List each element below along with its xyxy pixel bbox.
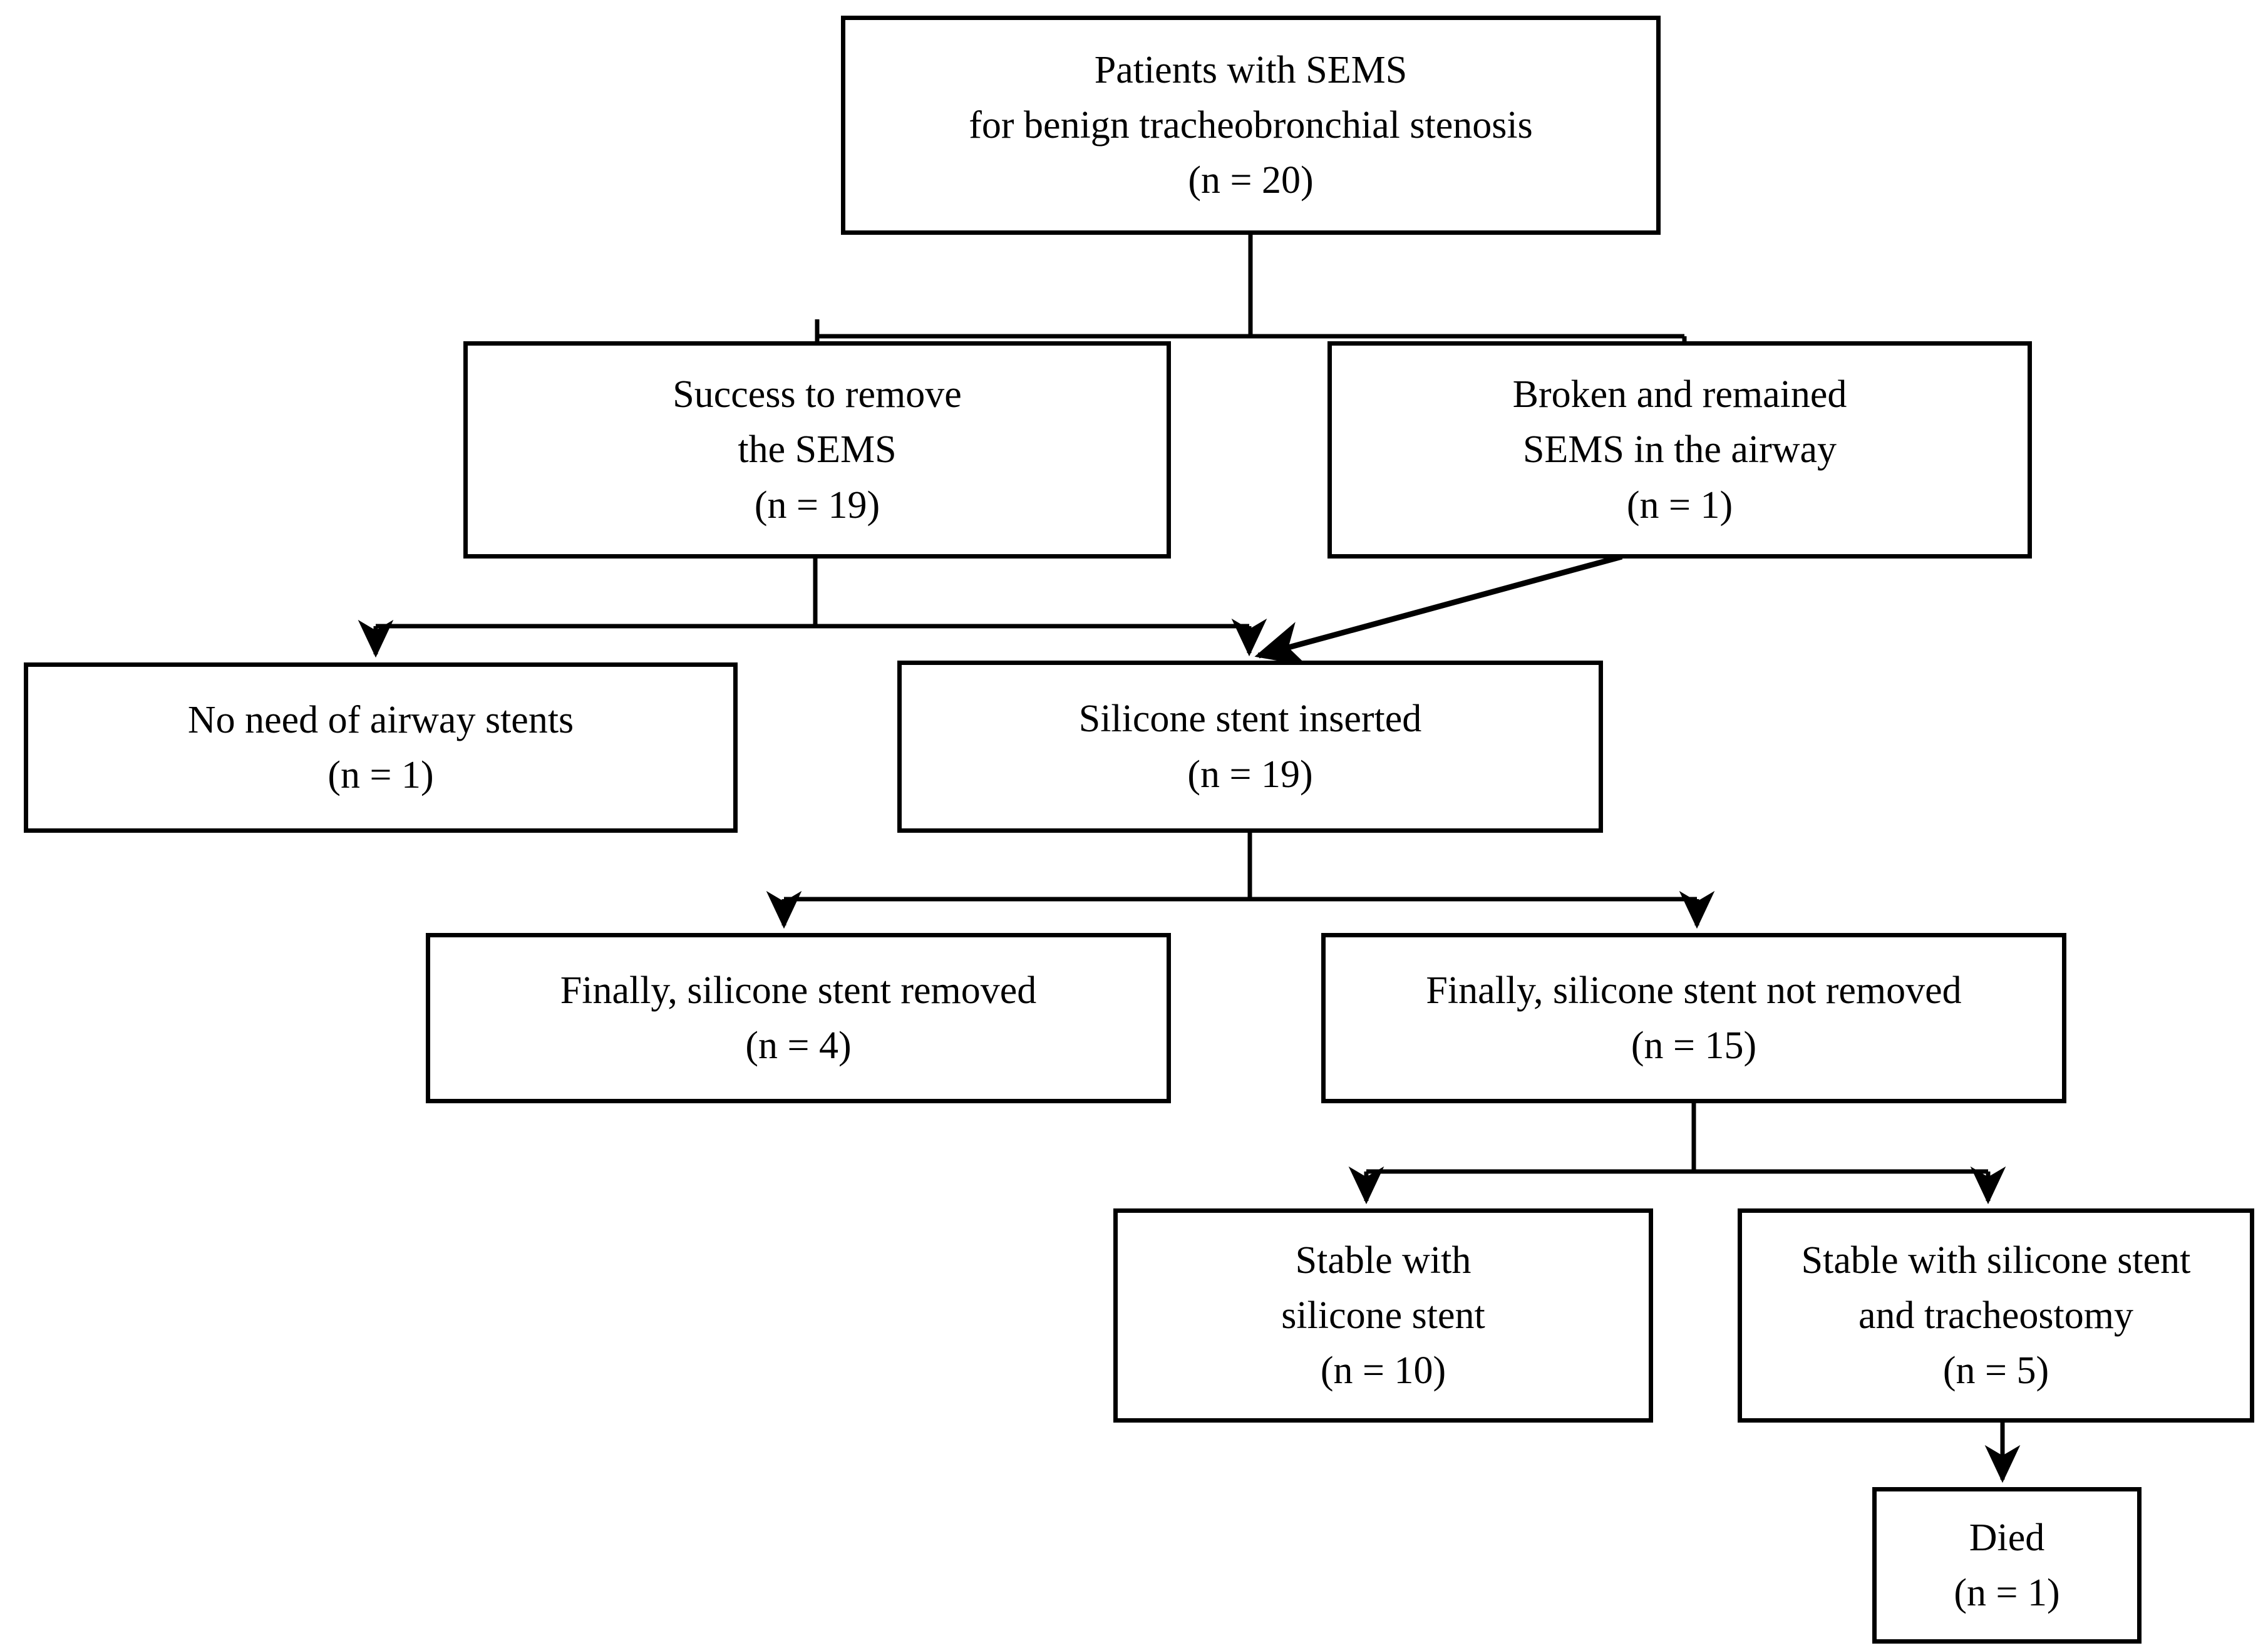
node-text-line: Stable with: [1295, 1239, 1472, 1282]
node-text-line: (n = 1): [327, 754, 434, 796]
finally-silicone-stent-not-removed: Finally, silicone stent not removed (n = …: [1321, 933, 2066, 1103]
node-text-line: No need of airway stents: [187, 698, 574, 741]
edge-root-split: [817, 235, 1684, 339]
edge-broken-to-silicone: [1254, 554, 1623, 666]
silicone-stent-inserted: Silicone stent inserted (n = 19): [897, 661, 1603, 833]
node-text-line: Died: [1969, 1516, 2045, 1559]
node-text-line: for benign tracheobronchial stenosis: [969, 103, 1533, 147]
node-text-line: (n = 1): [1954, 1572, 2060, 1614]
node-text-line: (n = 19): [1187, 753, 1313, 796]
edge-success-split: [376, 559, 1249, 629]
node-text-line: (n = 15): [1631, 1024, 1757, 1067]
no-need-of-airway-stents: No need of airway stents (n = 1): [24, 662, 738, 833]
node-text-line: Silicone stent inserted: [1078, 698, 1422, 741]
node-text-line: (n = 1): [1626, 483, 1733, 527]
node-text-line: (n = 10): [1320, 1349, 1446, 1393]
node-text-line: Stable with silicone stent: [1801, 1239, 2191, 1282]
node-text-line: and tracheostomy: [1858, 1294, 2134, 1337]
node-text-line: Finally, silicone stent not removed: [1426, 969, 1962, 1012]
stable-with-silicone-stent-and-tracheostomy: Stable with silicone stent and tracheosto…: [1738, 1208, 2254, 1423]
stable-with-silicone-stent: Stable with silicone stent (n = 10): [1113, 1208, 1653, 1423]
node-text-line: Patients with SEMS: [1094, 48, 1408, 91]
node-text-line: Finally, silicone stent removed: [560, 969, 1037, 1012]
edge-notremoved-split: [1366, 1103, 1988, 1174]
finally-silicone-stent-removed: Finally, silicone stent removed (n = 4): [426, 933, 1171, 1103]
patients-with-sems: Patients with SEMS for benign tracheobron…: [841, 16, 1661, 235]
node-text-line: Broken and remained: [1512, 373, 1847, 416]
node-text-line: (n = 4): [745, 1024, 852, 1067]
node-text-line: (n = 19): [754, 483, 880, 527]
node-text-line: Success to remove: [673, 373, 962, 416]
node-text-line: (n = 20): [1188, 159, 1314, 202]
node-text-line: silicone stent: [1281, 1294, 1485, 1337]
node-text-line: (n = 5): [1942, 1349, 2049, 1393]
success-to-remove-sems: Success to remove the SEMS (n = 19): [463, 341, 1171, 559]
node-text-line: the SEMS: [738, 428, 897, 471]
node-text-line: SEMS in the airway: [1522, 428, 1837, 471]
died: Died (n = 1): [1872, 1487, 2142, 1644]
edge-silicone-split: [784, 833, 1697, 902]
